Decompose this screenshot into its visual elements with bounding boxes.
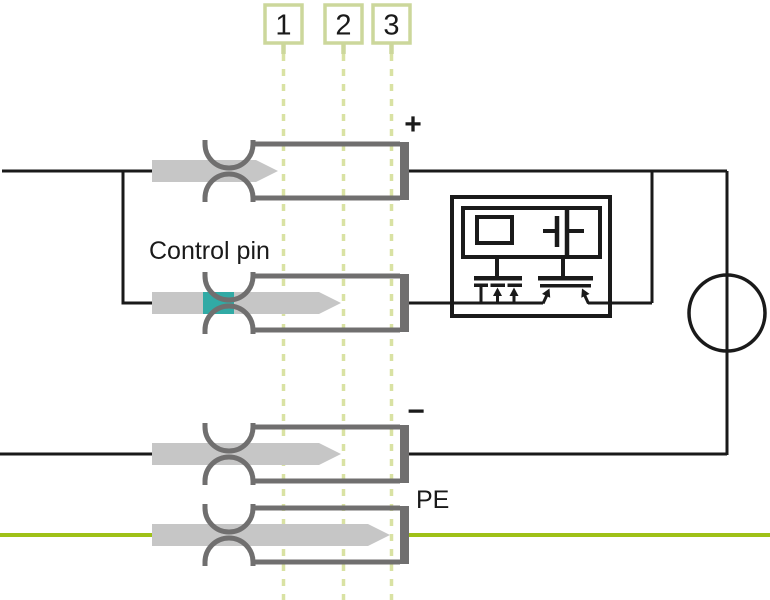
socket-endbar-control xyxy=(400,274,409,332)
left-contact-top-bar xyxy=(474,276,522,281)
wire-control-branch xyxy=(121,171,152,305)
pin-dc-plus xyxy=(152,160,278,182)
left-contact-segment-2 xyxy=(490,283,505,287)
pin-dc-minus xyxy=(152,443,341,465)
connector-dc-plus xyxy=(152,140,409,202)
left-contact-segment-1 xyxy=(474,283,488,287)
contact-upper-dc-plus xyxy=(202,140,256,171)
marker-3-box xyxy=(371,3,412,45)
contact-lower-pe xyxy=(202,535,256,566)
connector-pe xyxy=(152,504,409,566)
right-finger-2-arrowhead xyxy=(581,288,590,298)
socket-pe xyxy=(253,505,400,565)
right-finger-1-arrowhead xyxy=(542,288,551,298)
sequence-markers: 1 2 3 xyxy=(263,3,412,45)
contact-upper-control xyxy=(202,272,256,303)
socket-endbar-dc-plus xyxy=(400,142,409,200)
capacitor-symbol xyxy=(543,209,584,255)
pin-control xyxy=(152,292,341,314)
guide-lines xyxy=(281,43,394,600)
marker-1-box xyxy=(263,3,304,45)
right-finger-2-shaft xyxy=(582,293,590,305)
contact-fingers-right xyxy=(538,276,593,305)
power-electronics-box xyxy=(450,195,612,318)
label-dc-plus: + xyxy=(404,108,422,141)
socket-endbar-dc-minus xyxy=(400,425,409,483)
circuit-wires xyxy=(0,169,727,456)
electronics-inner-box xyxy=(461,206,602,259)
left-finger-3-arrowhead xyxy=(509,287,519,296)
electronics-outer-box xyxy=(450,195,612,318)
contact-lower-dc-minus xyxy=(202,454,256,485)
label-control-pin: Control pin xyxy=(149,237,270,265)
marker-3-label: 3 xyxy=(383,10,399,42)
control-unit-square xyxy=(475,215,514,245)
contact-lower-dc-plus xyxy=(202,171,256,202)
right-contact-thin-bar xyxy=(540,284,591,288)
right-finger-1-shaft xyxy=(541,293,549,305)
marker-2-box xyxy=(323,3,364,45)
contact-fingers-left xyxy=(474,276,522,304)
pin-pe xyxy=(152,524,390,546)
label-dc-minus: − xyxy=(407,395,425,428)
socket-control xyxy=(253,273,400,333)
socket-endbar-pe xyxy=(400,506,409,564)
right-contact-top-bar xyxy=(538,276,593,281)
socket-dc-minus xyxy=(253,424,400,484)
marker-2-label: 2 xyxy=(335,10,351,42)
left-finger-2-arrowhead xyxy=(493,287,502,296)
contact-lower-control xyxy=(202,303,256,334)
contact-upper-dc-minus xyxy=(202,423,256,454)
socket-dc-plus xyxy=(253,141,400,201)
marker-1-label: 1 xyxy=(275,10,291,42)
contact-upper-pe xyxy=(202,504,256,535)
left-contact-segment-3 xyxy=(507,283,522,287)
label-pe: PE xyxy=(416,486,449,514)
connector-dc-minus xyxy=(152,423,409,485)
connector-control-pin xyxy=(152,272,409,334)
